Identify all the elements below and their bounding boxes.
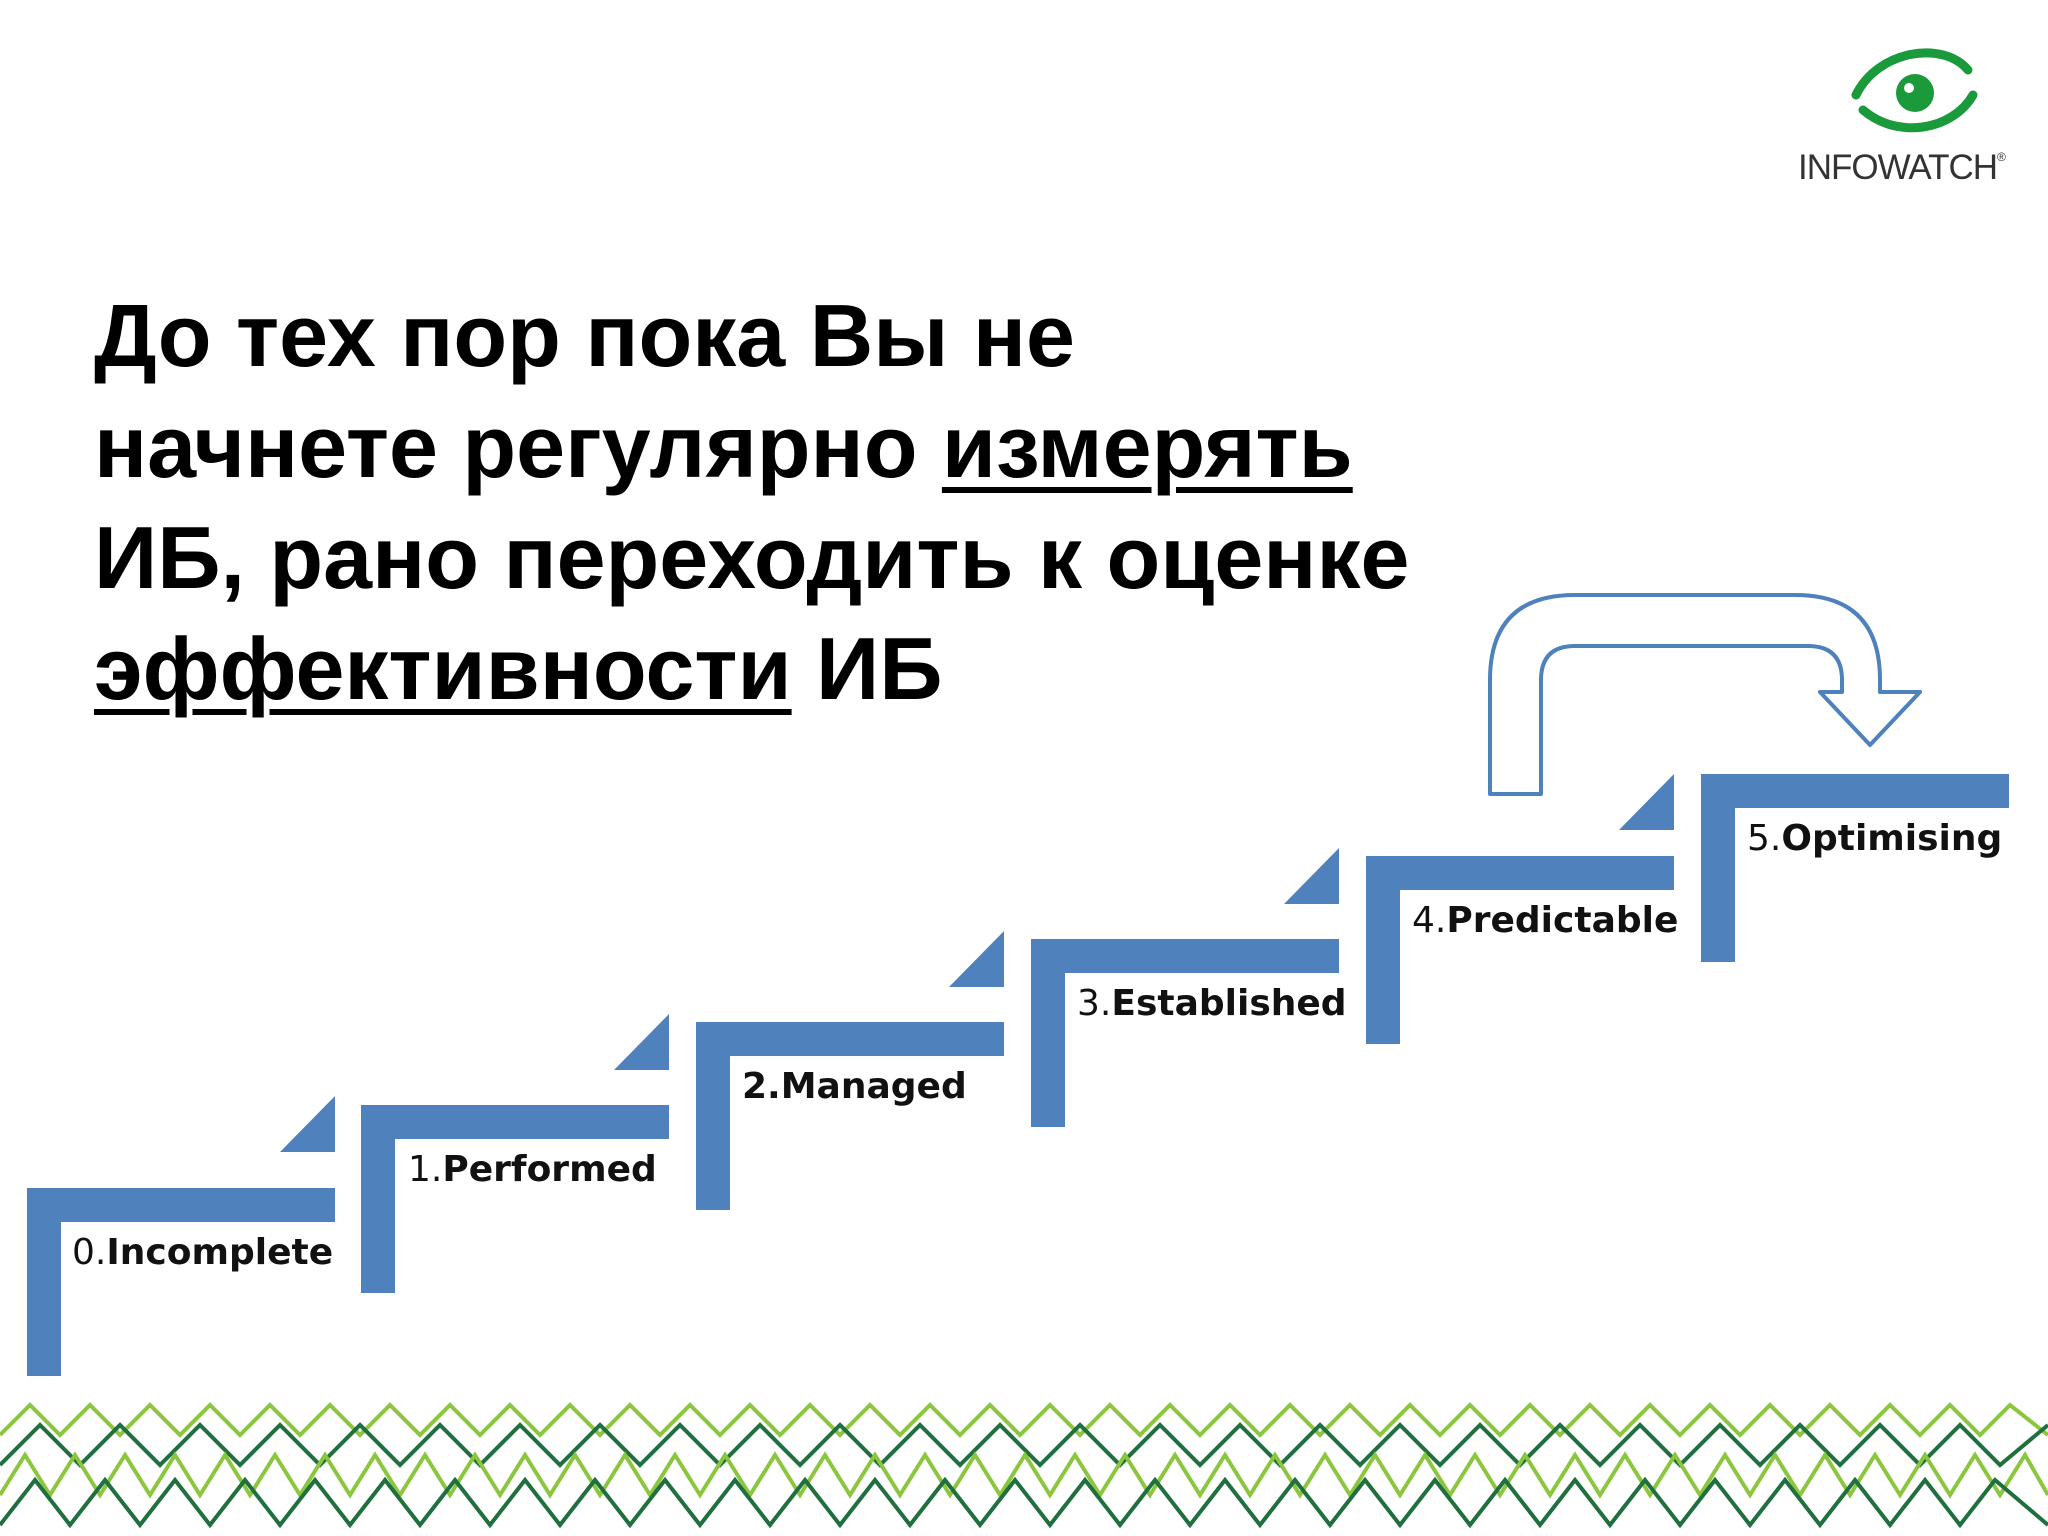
curved-arrow-icon — [1488, 593, 1922, 796]
title-line-2: начнете регулярно измерять — [94, 397, 1353, 496]
step-label-1: 1.Performed — [408, 1149, 657, 1190]
title-line-3: ИБ, рано переходить к оценке — [94, 508, 1410, 607]
step-label-0: 0.Incomplete — [72, 1232, 334, 1273]
page-title: До тех пор пока Вы не начнете регулярно … — [94, 280, 1514, 724]
logo-wordmark: INFOWATCH® — [1798, 148, 2006, 187]
step-shape-3 — [1031, 848, 1339, 1127]
step-shape-5 — [1701, 774, 2009, 962]
step-shape-0 — [27, 1096, 335, 1376]
infowatch-logo: INFOWATCH® — [1790, 40, 2030, 190]
underlined-efficiency: эффективности — [94, 619, 792, 718]
underlined-measure: измерять — [941, 397, 1353, 496]
title-line-1: До тех пор пока Вы не — [94, 286, 1075, 385]
title-line-4: эффективности ИБ — [94, 619, 943, 718]
step-label-3: 3.Established — [1077, 983, 1347, 1024]
step-label-4: 4.Predictable — [1412, 900, 1679, 941]
eye-icon — [1851, 48, 1978, 133]
stairs-graphic — [27, 593, 2009, 1376]
maturity-stairs: 0.Incomplete 1.Performed 2.Managed 3.Est… — [0, 580, 2048, 1400]
decorative-zigzag-pattern — [0, 1402, 2048, 1529]
step-shape-2 — [696, 931, 1004, 1210]
step-label-5: 5.Optimising — [1747, 818, 2003, 859]
step-label-2: 2.Managed — [742, 1066, 967, 1107]
step-shape-1 — [361, 1014, 669, 1293]
step-shape-4 — [1366, 774, 1674, 1044]
